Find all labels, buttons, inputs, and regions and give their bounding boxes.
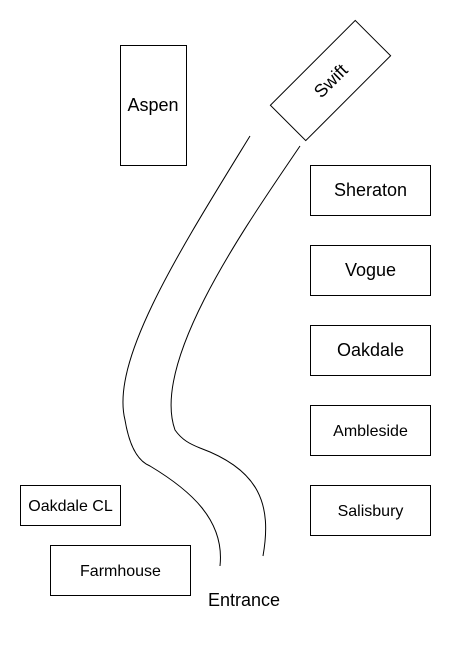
building-aspen[interactable]: Aspen (120, 45, 187, 166)
building-label: Oakdale (337, 340, 404, 360)
building-outline (310, 485, 431, 536)
building-label: Salisbury (338, 503, 404, 520)
building-oakdale[interactable]: Oakdale (310, 325, 431, 376)
building-salisbury[interactable]: Salisbury (310, 485, 431, 536)
building-ambleside[interactable]: Ambleside (310, 405, 431, 456)
building-outline (310, 165, 431, 216)
building-label: Oakdale CL (28, 498, 113, 515)
building-outline (20, 485, 121, 526)
building-vogue[interactable]: Vogue (310, 245, 431, 296)
building-outline (310, 405, 431, 456)
building-label: Farmhouse (80, 563, 161, 580)
building-outline (269, 19, 392, 142)
building-outline (310, 325, 431, 376)
building-label: Vogue (345, 260, 396, 280)
building-farmhouse[interactable]: Farmhouse (50, 545, 191, 596)
building-swift[interactable]: Swift (269, 19, 392, 142)
road-left-edge (122, 135, 251, 567)
building-outline (310, 245, 431, 296)
building-label: Ambleside (333, 423, 408, 440)
entrance-label: Entrance (208, 590, 280, 610)
building-label: Sheraton (334, 180, 407, 200)
road-right-edge (170, 145, 301, 557)
building-outline (120, 45, 187, 166)
building-oakdale-cl[interactable]: Oakdale CL (20, 485, 121, 526)
building-outline (50, 545, 191, 596)
building-sheraton[interactable]: Sheraton (310, 165, 431, 216)
building-label: Aspen (127, 95, 178, 115)
